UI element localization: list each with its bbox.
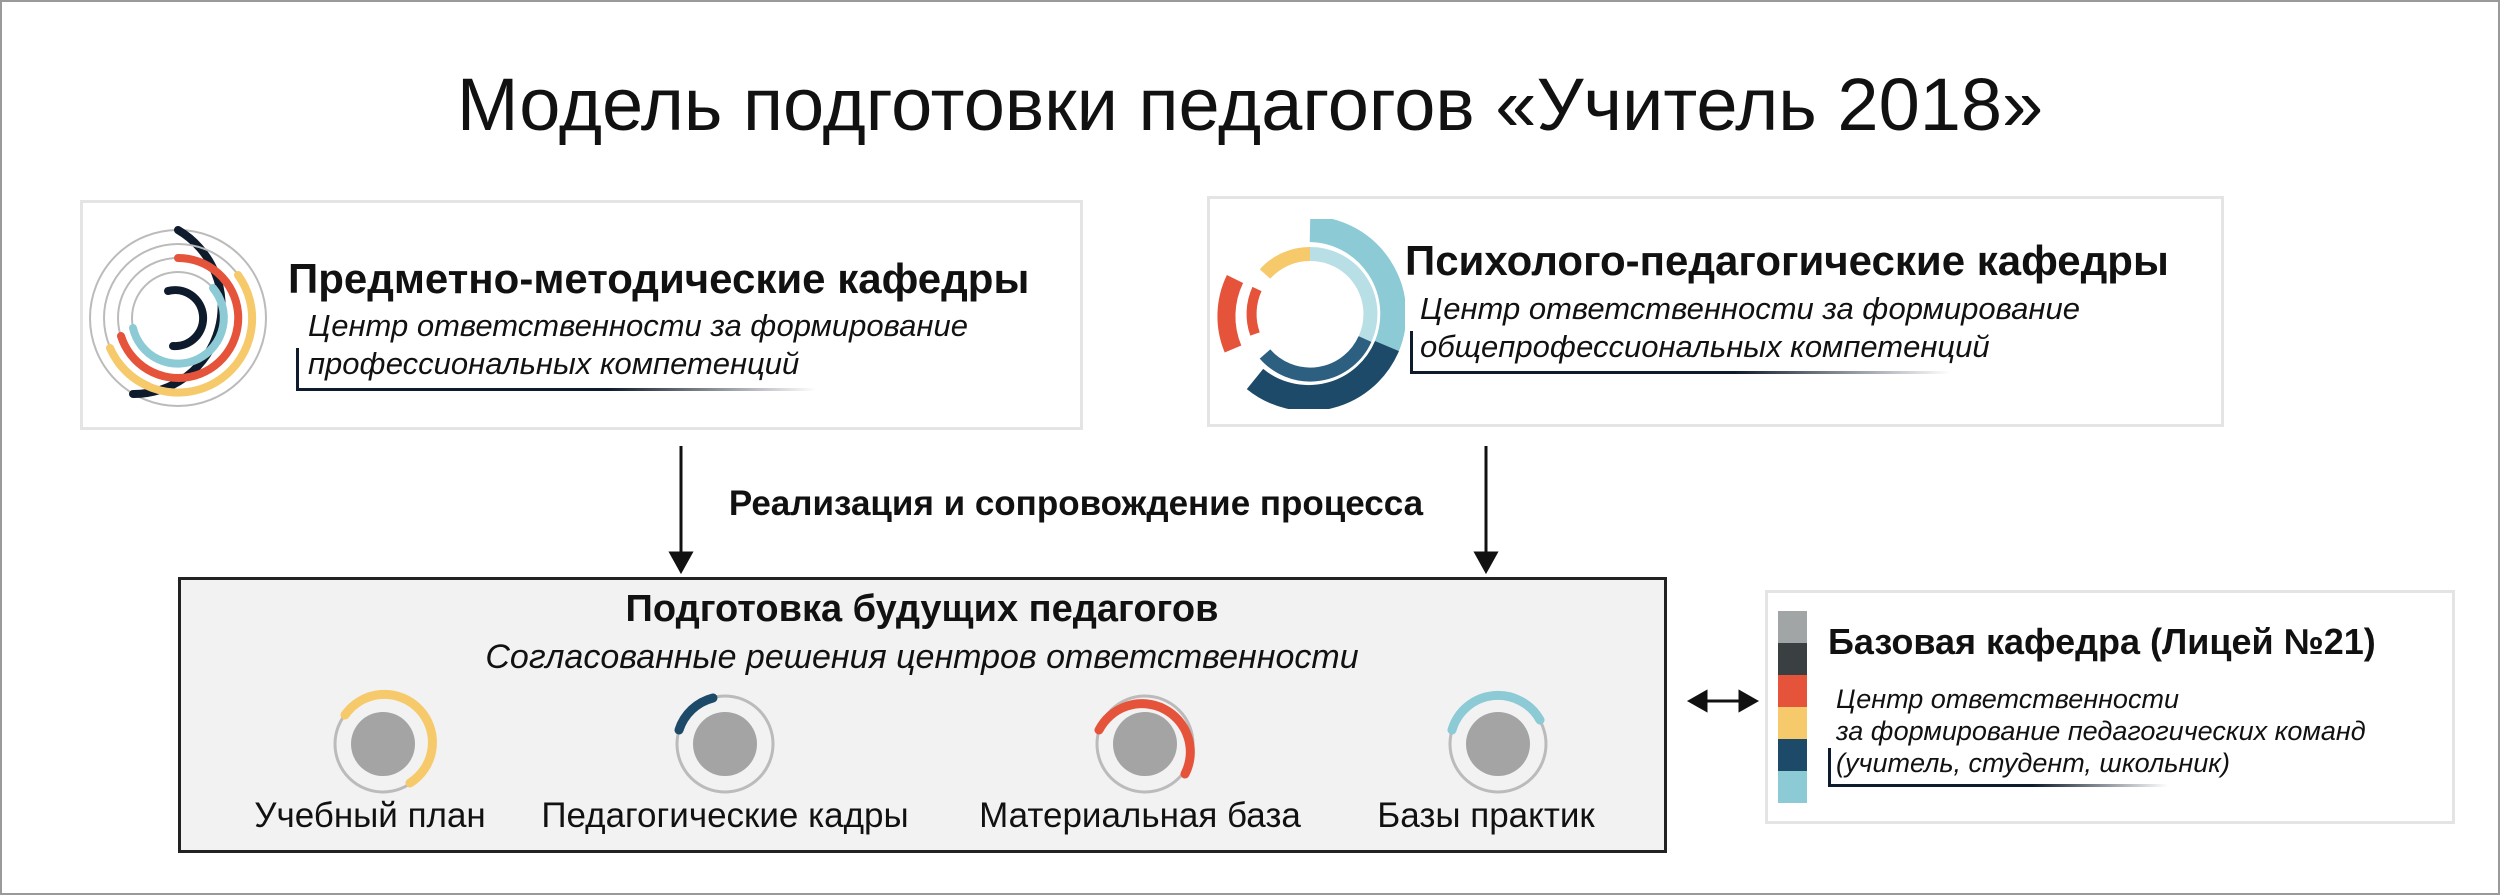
subject-departments-card: Предметно-методические кафедры Центр отв… (80, 200, 1083, 430)
subject-departments-heading: Предметно-методические кафедры (288, 255, 1030, 302)
stripe-navy (1778, 739, 1807, 771)
subject-departments-line2: профессиональных компетенций (308, 346, 800, 381)
item-label: Базы практик (1377, 796, 1595, 835)
diagram-title: Модель подготовки педагогов «Учитель 201… (456, 63, 2044, 146)
gauge-staff (674, 693, 775, 794)
stripe-red (1778, 675, 1807, 707)
psych-departments-heading: Психолого-педагогические кафедры (1405, 237, 2169, 284)
training-subheading: Согласованные решения центров ответствен… (485, 638, 1359, 676)
item-label: Учебный план (254, 796, 486, 835)
gauge-practice-bases (1447, 690, 1548, 794)
stripe-charcoal (1778, 643, 1807, 675)
accent-line (1828, 748, 1831, 786)
arrow-down-left (668, 446, 694, 575)
arrow-down-right (1473, 446, 1499, 575)
double-arrow (1686, 689, 1760, 713)
training-heading: Подготовка будущих педагогов (625, 588, 1219, 630)
subject-departments-line1: Центр ответственности за формирование (308, 308, 968, 343)
item-label: Педагогические кадры (541, 796, 909, 835)
stripe-gray (1778, 611, 1807, 643)
segmented-ring-icon (1217, 219, 1405, 409)
accent-underline (1410, 371, 1950, 374)
item-label: Материальная база (979, 796, 1301, 835)
accent-underline (296, 388, 816, 391)
gauge-curriculum (333, 689, 437, 794)
accent-line (1410, 331, 1413, 373)
concentric-rings-icon (89, 226, 267, 407)
psych-departments-line2: общепрофессиональных компетенций (1420, 329, 1990, 364)
base-department-heading: Базовая кафедра (Лицей №21) (1828, 621, 2376, 662)
psych-departments-line1: Центр ответственности за формирование (1420, 291, 2080, 326)
gauge-facilities (1094, 694, 1195, 794)
base-department-card: Базовая кафедра (Лицей №21) Центр ответс… (1765, 590, 2455, 824)
accent-underline (1828, 784, 2168, 787)
stripe-yellow (1778, 707, 1807, 739)
color-stripe (1778, 611, 1807, 803)
stripe-lightblue (1778, 771, 1807, 803)
base-department-line2: за формирование педагогических команд (1836, 716, 2366, 746)
accent-line (296, 348, 299, 390)
base-department-line1: Центр ответственности (1836, 684, 2179, 714)
process-label: Реализация и сопровождение процесса (728, 484, 1424, 523)
base-department-line3: (учитель, студент, школьник) (1836, 748, 2231, 778)
psych-departments-card: Психолого-педагогические кафедры Центр о… (1207, 196, 2224, 427)
